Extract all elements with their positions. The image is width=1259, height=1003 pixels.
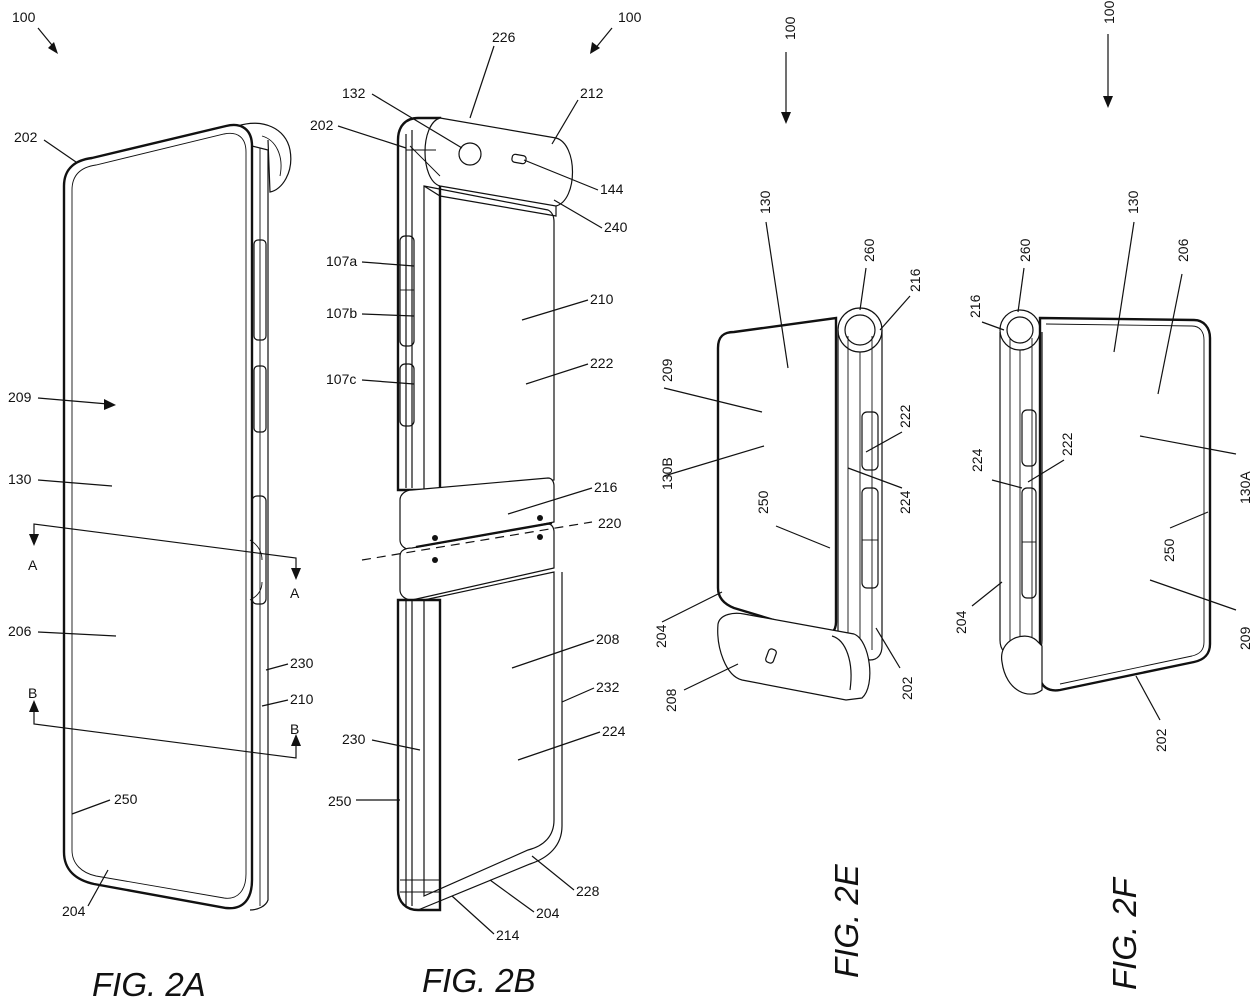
label-100-2e: 100 — [782, 16, 798, 40]
phone-outline-2a — [62, 123, 254, 910]
label-240: 240 — [604, 219, 628, 235]
label-100-2f: 100 — [1101, 0, 1117, 24]
label-250-2f: 250 — [1161, 538, 1177, 562]
lower-back-2b — [423, 571, 555, 897]
label-226: 226 — [492, 29, 516, 45]
camera-module-2e — [717, 612, 871, 701]
side-button-2a — [253, 239, 267, 341]
label-202-2b: 202 — [310, 117, 334, 133]
figure-title-2a: FIG. 2A — [92, 966, 206, 1003]
figure-2f: 100 260 130 206 216 222 224 130A 250 204… — [953, 0, 1253, 990]
label-206-2f: 206 — [1175, 238, 1191, 262]
label-210-2b: 210 — [590, 291, 614, 307]
label-107c: 107c — [326, 371, 356, 387]
label-100: 100 — [12, 9, 36, 25]
folded-panel-2e — [716, 316, 838, 636]
label-212: 212 — [580, 85, 604, 101]
label-216-2b: 216 — [594, 479, 618, 495]
label-130a: 130A — [1237, 471, 1253, 504]
camera-lens-2b — [458, 142, 482, 166]
side-buttons-2b — [399, 235, 415, 347]
label-144: 144 — [600, 181, 624, 197]
label-232: 232 — [596, 679, 620, 695]
label-250: 250 — [114, 791, 138, 807]
label-222-2f: 222 — [1059, 432, 1075, 456]
fold-axis-2b — [361, 521, 593, 561]
display-panel-2f — [1038, 316, 1212, 692]
label-214: 214 — [496, 927, 520, 943]
figure-2e: 100 130 260 216 209 222 130B 250 224 204… — [653, 16, 923, 978]
label-204-2e: 204 — [653, 624, 669, 648]
label-222-2e: 222 — [897, 404, 913, 428]
label-208-2b: 208 — [596, 631, 620, 647]
figure-title-2f: FIG. 2F — [1106, 876, 1143, 990]
label-224-2e: 224 — [897, 490, 913, 514]
label-b-right: B — [290, 721, 299, 737]
figure-title-2b: FIG. 2B — [422, 962, 536, 999]
label-210: 210 — [290, 691, 314, 707]
camera-module-2b — [424, 117, 573, 207]
label-b-left: B — [28, 685, 37, 701]
hinge-knob-2a — [237, 122, 292, 193]
hinge-2b — [399, 477, 555, 551]
label-130: 130 — [8, 471, 32, 487]
side-button-2f — [1021, 409, 1037, 467]
label-250-2e: 250 — [755, 490, 771, 514]
figure-2b: 100 226 132 212 202 144 240 107a 107b 10… — [310, 9, 642, 999]
bottom-knob-2f — [1001, 635, 1043, 695]
label-202-2e: 202 — [899, 676, 915, 700]
upper-back-2b — [423, 185, 555, 497]
label-208-2e: 208 — [663, 688, 679, 712]
hinge-cylinder-2f — [999, 309, 1041, 351]
label-224-2f: 224 — [969, 448, 985, 472]
label-216-2e: 216 — [907, 268, 923, 292]
label-107a: 107a — [326, 253, 357, 269]
side-button-2e — [861, 411, 879, 471]
label-204: 204 — [62, 903, 86, 919]
label-a-left: A — [28, 557, 38, 573]
label-222-2b: 222 — [590, 355, 614, 371]
label-250-2b: 250 — [328, 793, 352, 809]
label-a-right: A — [290, 585, 300, 601]
label-260-2e: 260 — [861, 238, 877, 262]
figure-2a: 100 202 209 130 A A 206 230 210 B B 250 … — [8, 9, 314, 1003]
flash-2b — [511, 153, 527, 165]
label-224-2b: 224 — [602, 723, 626, 739]
label-130-2f: 130 — [1125, 190, 1141, 214]
label-202: 202 — [14, 129, 38, 145]
label-230-2b: 230 — [342, 731, 366, 747]
label-204-2b: 204 — [536, 905, 560, 921]
figure-title-2e: FIG. 2E — [828, 863, 865, 978]
label-107b: 107b — [326, 305, 357, 321]
label-132: 132 — [342, 85, 366, 101]
label-202-2f: 202 — [1153, 728, 1169, 752]
label-260-2f: 260 — [1017, 238, 1033, 262]
label-216-2f: 216 — [967, 294, 983, 318]
label-204-2f: 204 — [953, 610, 969, 634]
label-209-2f: 209 — [1237, 626, 1253, 650]
label-206: 206 — [8, 623, 32, 639]
label-220: 220 — [598, 515, 622, 531]
label-230: 230 — [290, 655, 314, 671]
upper-side-2b — [396, 116, 442, 492]
label-100-2b: 100 — [618, 9, 642, 25]
label-130b: 130B — [659, 457, 675, 490]
label-209: 209 — [8, 389, 32, 405]
label-228: 228 — [576, 883, 600, 899]
label-130-2e: 130 — [757, 190, 773, 214]
label-209-2e: 209 — [659, 358, 675, 382]
